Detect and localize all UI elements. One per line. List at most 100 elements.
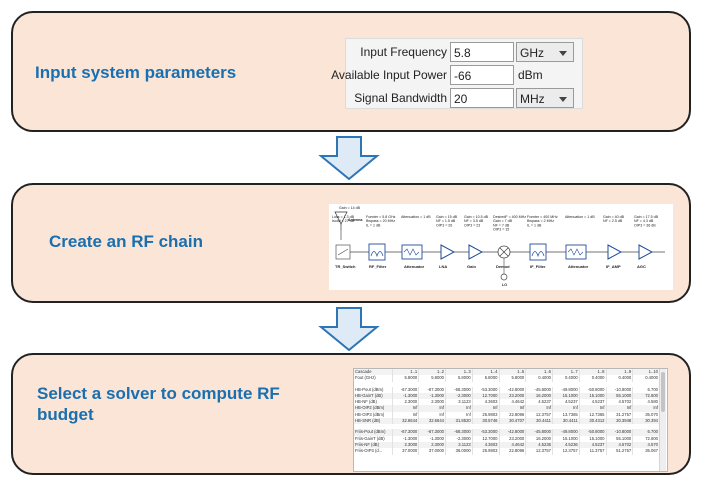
- table-cell: 4.5702: [606, 399, 634, 406]
- filter-icon: [368, 243, 386, 261]
- table-cell: 16.2000: [525, 392, 553, 400]
- table-cell: 5.8000: [392, 375, 420, 382]
- block-spec-label: Fcenter = 400 MHz: [527, 215, 558, 219]
- block-spec-label: Attenuation = 1 dB: [565, 215, 595, 219]
- table-cell: [552, 381, 580, 387]
- lo-source-icon: [500, 273, 508, 281]
- block-spec-label: Gain = 17.5 dB: [634, 215, 659, 219]
- frequency-input[interactable]: 5.8: [450, 42, 514, 62]
- table-row-label: HB-GainT (dB): [354, 392, 393, 400]
- table-cell: Inf: [418, 405, 446, 412]
- block-spec-label: IL = 1 dB: [366, 223, 381, 227]
- table-cell: 12.7000: [472, 435, 500, 442]
- table-cell: 31.2757: [606, 411, 634, 419]
- table-cell: 4.5702: [606, 441, 634, 449]
- table-header-cell: 1..8: [579, 369, 607, 376]
- mixer-cross: [499, 247, 509, 257]
- frequency-unit-select[interactable]: GHz: [516, 42, 574, 62]
- table-cell: -1.3000: [418, 435, 446, 442]
- table-cell: [445, 424, 473, 430]
- table-row-label: Friis-OIP3 (d...: [354, 448, 393, 455]
- chevron-down-icon: [559, 97, 567, 102]
- power-unit-label: dBm: [518, 68, 543, 82]
- table-cell: 2.3000: [418, 441, 446, 449]
- stage-title: Select a solver to compute RF budget: [37, 384, 280, 424]
- table-cell: 37.0000: [392, 448, 420, 455]
- table-cell: Inf: [525, 405, 553, 412]
- antenna-icon: [334, 211, 348, 225]
- table-cell: Inf: [418, 411, 446, 419]
- table-cell: 13.7365: [552, 411, 580, 419]
- block-spec-label: Gain = 7 dB: [493, 219, 513, 223]
- block-name-label: TR_Switch: [335, 264, 356, 269]
- block-spec-label: Bwpass = 20 MHz: [366, 219, 395, 223]
- table-cell: -67.3000: [418, 429, 446, 436]
- table-header-cell: 1..4: [472, 369, 500, 376]
- block-spec-label: Gain = 15 dB: [436, 215, 458, 219]
- table-cell: -10.8000: [606, 386, 634, 393]
- filter-curve: [531, 251, 545, 258]
- table-cell: [499, 424, 526, 430]
- table-cell: 35.067: [632, 448, 660, 455]
- filter-icon: [529, 243, 547, 261]
- table-cell: 11.3757: [579, 448, 607, 455]
- param-row-frequency: Input Frequency 5.8 GHz: [346, 42, 584, 62]
- table-cell: 0.4000: [606, 375, 634, 382]
- table-cell: 4.5237: [552, 399, 580, 406]
- block-spec-label: OIP3 = 23: [464, 223, 480, 227]
- table-cell: -53.3000: [472, 386, 500, 393]
- table-cell: Inf: [606, 405, 634, 412]
- table-cell: 2.3000: [392, 399, 420, 406]
- table-header-cell: 1..9: [606, 369, 634, 376]
- table-row-label: HB-OIP2 (dBm): [354, 405, 393, 412]
- bandwidth-input[interactable]: 20: [450, 88, 514, 108]
- table-row: [354, 381, 660, 387]
- block-spec-label: OIP3 = 15: [493, 228, 509, 232]
- param-row-bandwidth: Signal Bandwidth 20 MHz: [346, 88, 584, 108]
- table-cell: 5.8000: [472, 375, 500, 382]
- table-cell: 55.1000: [606, 435, 634, 442]
- table-scrollbar[interactable]: [659, 369, 666, 471]
- table-cell: 25.9803: [472, 411, 500, 419]
- input-power-input[interactable]: -66: [450, 65, 514, 85]
- table-row-label: [354, 381, 392, 387]
- attenuator-zigzag: [567, 248, 584, 256]
- table-cell: Inf: [392, 405, 420, 412]
- table-cell: 15.1000: [552, 435, 580, 442]
- table-cell: 30.3948: [606, 418, 634, 425]
- amplifier-icon: [440, 244, 456, 260]
- scrollbar-thumb[interactable]: [661, 372, 665, 412]
- param-label: Signal Bandwidth: [354, 91, 447, 105]
- table-cell: [472, 424, 499, 430]
- table-cell: -49.8000: [552, 429, 580, 436]
- select-value: MHz: [520, 92, 545, 106]
- table-cell: [418, 381, 446, 387]
- block-spec-label: NF = 2.5 dB: [603, 219, 623, 223]
- block-name-label: AGC: [637, 264, 646, 269]
- table-row: Friis-Pout (dBm)-67.3000-67.3000-68.3000…: [354, 429, 660, 436]
- table-cell: 23.2000: [499, 435, 527, 442]
- table-cell: 32.6644: [392, 418, 420, 425]
- attenuator-icon: [401, 244, 423, 260]
- amplifier-icon: [638, 244, 654, 260]
- table-cell: 12.7000: [472, 392, 500, 400]
- table-cell: -2.3000: [445, 392, 473, 400]
- block-spec-label: Loss = 1.3 dB: [332, 215, 355, 219]
- stage-select-solver: Select a solver to compute RF budget Cas…: [11, 353, 691, 475]
- block-spec-label: NF = 1.5 dB: [436, 219, 456, 223]
- bandwidth-unit-select[interactable]: MHz: [516, 88, 574, 108]
- table-cell: [525, 381, 553, 387]
- table-cell: 5.8000: [499, 375, 527, 382]
- block-name-label: Attenuator: [404, 264, 425, 269]
- table-cell: 25.9803: [472, 448, 500, 455]
- table-header-cell: 1..1: [392, 369, 420, 376]
- table-cell: -68.3000: [445, 429, 473, 436]
- table-cell: 0.4000: [552, 375, 580, 382]
- table-cell: -1.3000: [392, 392, 420, 400]
